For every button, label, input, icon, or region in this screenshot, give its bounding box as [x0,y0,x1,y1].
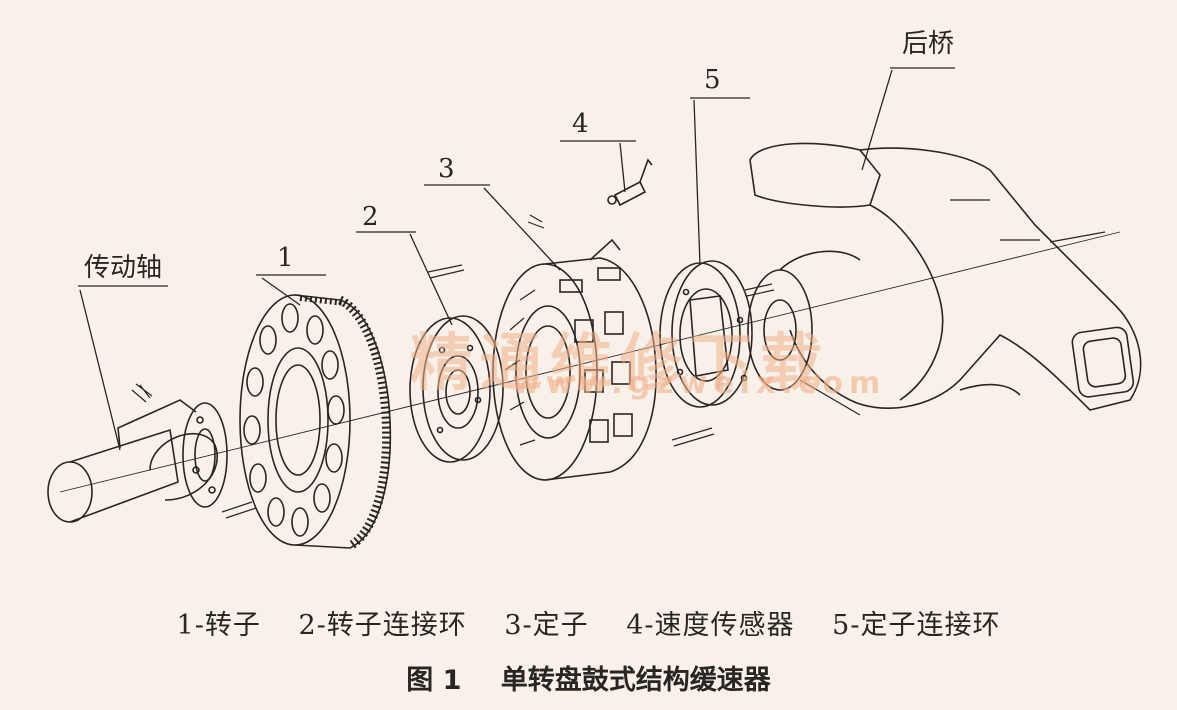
figure-caption: 图 1 单转盘鼓式结构缓速器 [0,658,1177,697]
speed-sensor-part [607,158,653,207]
exploded-view-drawing [47,67,1142,550]
leader-2 [356,231,453,326]
label-2: 2 [362,202,379,232]
watermark-url: www.gzweix.com [512,366,887,401]
label-4: 4 [572,109,589,139]
legend-item-2: 2-转子连接环 [298,610,467,641]
label-5: 5 [704,65,721,95]
leader-lines [78,67,1106,451]
legend-item-4: 4-速度传感器 [626,610,795,641]
figure-title: 单转盘鼓式结构缓速器 [500,665,771,696]
leader-5 [690,97,750,266]
label-rear-axle: 后桥 [902,29,955,59]
stator-part [427,214,715,481]
rear-axle-part [747,142,1142,416]
leader-1 [256,274,326,306]
rotor-connecting-ring-part [409,315,504,463]
parts-legend: 1-转子 2-转子连接环 3-定子 4-速度传感器 5-定子连接环 [0,603,1177,642]
figure-number: 图 1 [406,665,462,696]
legend-item-5: 5-定子连接环 [832,610,1001,641]
leader-rear-axle [861,67,955,171]
label-3: 3 [438,154,455,184]
legend-item-3: 3-定子 [504,610,589,641]
leader-drive-shaft [78,285,168,451]
rotor-part [239,294,392,550]
drive-shaft-part [47,383,257,523]
leader-4 [560,140,636,193]
watermark-text: 精通维修下载 [410,326,831,399]
leader-3 [424,184,561,271]
center-axis-line [59,231,1121,493]
label-drive-shaft: 传动轴 [84,253,163,283]
legend-item-1: 1-转子 [176,610,261,641]
label-1: 1 [277,243,294,273]
